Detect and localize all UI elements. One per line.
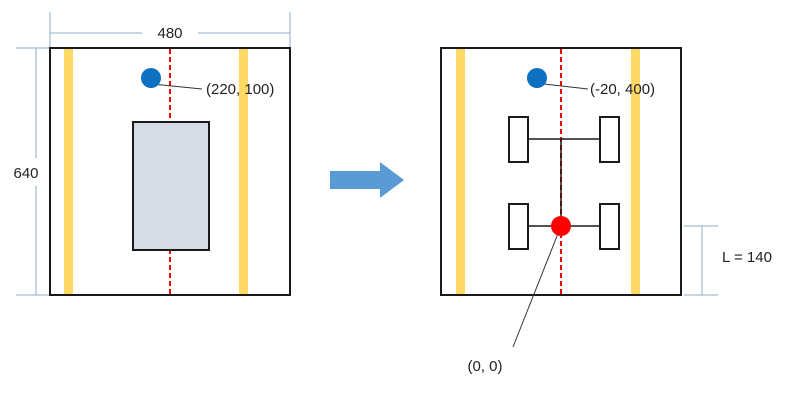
wheel-rear-left <box>508 203 529 250</box>
wheel-front-right <box>599 116 620 163</box>
right-target-point <box>527 68 547 88</box>
height-label: 640 <box>13 165 38 182</box>
left-panel: 480 640 (220, 100) <box>13 12 291 296</box>
left-lane-line-2 <box>239 49 248 294</box>
right-panel: (0, 0) (-20, 400) L = 140 <box>440 47 772 375</box>
right-point-label: (-20, 400) <box>590 81 655 98</box>
length-label: L = 140 <box>722 249 772 266</box>
wheel-rear-right <box>599 203 620 250</box>
height-dimension: 640 <box>13 47 50 296</box>
origin-leader <box>512 225 562 348</box>
vehicle-chassis-icon <box>508 116 620 250</box>
left-target-point <box>141 68 161 88</box>
left-point-label: (220, 100) <box>206 81 274 98</box>
origin-label: (0, 0) <box>467 358 502 375</box>
left-lane-line-1 <box>64 49 73 294</box>
right-arrow-icon <box>330 162 404 198</box>
wheel-front-left <box>508 116 529 163</box>
length-dimension: L = 140 <box>684 225 772 296</box>
width-dimension: 480 <box>49 12 291 48</box>
right-lane-line-2 <box>631 49 640 294</box>
origin-point <box>551 216 571 236</box>
right-point-leader <box>543 83 589 90</box>
left-vehicle-box <box>132 121 210 251</box>
width-label: 480 <box>157 25 182 42</box>
right-lane-line-1 <box>456 49 465 294</box>
left-point-leader <box>151 83 203 90</box>
